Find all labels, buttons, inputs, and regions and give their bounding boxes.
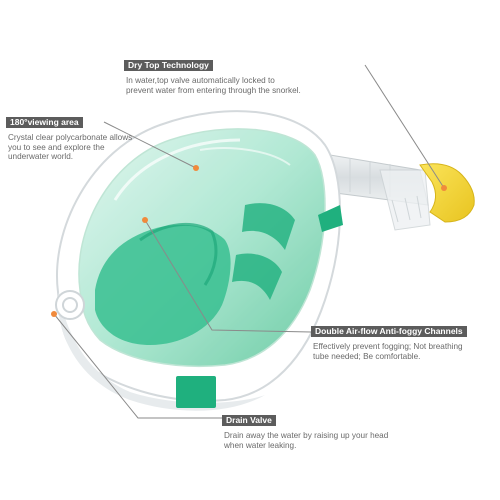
dry-top-title: Dry Top Technology	[124, 60, 213, 71]
mask-body	[55, 110, 343, 411]
drain-valve-title: Drain Valve	[222, 415, 276, 426]
strap-buckle	[55, 290, 85, 320]
drain-valve-description: Drain away the water by raising up your …	[224, 431, 389, 450]
airflow-title: Double Air-flow Anti-foggy Channels	[311, 326, 467, 337]
dry-top-description: In water,top valve automatically locked …	[126, 76, 301, 95]
drain-valve	[176, 376, 216, 408]
callout-dry-top: Dry Top Technology In water,top valve au…	[124, 55, 301, 95]
inner-mouthpiece	[95, 224, 231, 345]
callout-airflow-channels: Double Air-flow Anti-foggy Channels Effe…	[311, 321, 467, 361]
pointer-dots	[51, 165, 447, 317]
callout-viewing-area: 180°viewing area Crystal clear polycarbo…	[6, 112, 132, 162]
callout-leaders	[53, 64, 445, 419]
callout-drain-valve: Drain Valve Drain away the water by rais…	[222, 410, 388, 450]
viewing-area-title: 180°viewing area	[6, 117, 83, 128]
dry-top-valve	[419, 163, 475, 223]
airflow-description: Effectively prevent fogging; Not breathi…	[313, 342, 463, 361]
viewing-area-description: Crystal clear polycarbonate allows you t…	[8, 133, 133, 162]
